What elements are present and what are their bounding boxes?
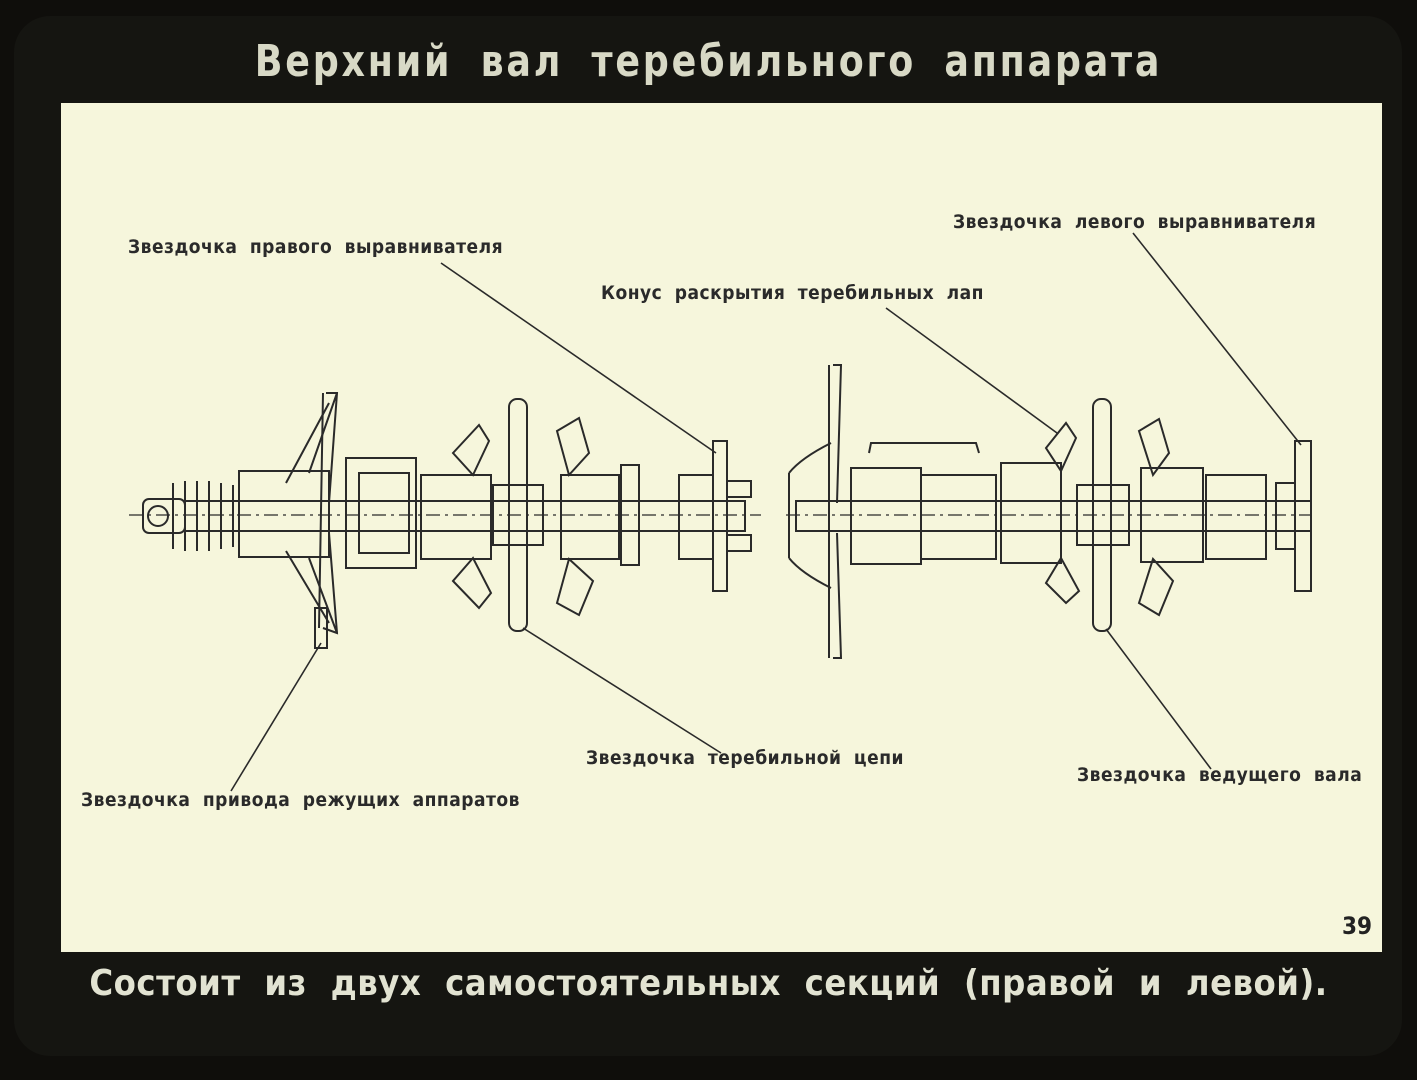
leader-puller-chain xyxy=(522,627,722,754)
shaft-drawing xyxy=(129,232,1312,792)
leader-puller-cone xyxy=(885,307,1058,434)
callout-right-leveler-sprocket: Звездочка правого выравнивателя xyxy=(128,236,504,258)
callout-cutter-drive-sprocket: Звездочка привода режущих аппаратов xyxy=(81,789,520,811)
diagram-panel: Звездочка правого выравнивателя Конус ра… xyxy=(61,103,1382,952)
leader-left-leveler xyxy=(1132,232,1302,446)
right-shaft-section xyxy=(788,364,1312,659)
slide-caption: Состоит из двух самостоятельных секций (… xyxy=(89,963,1328,1004)
callout-puller-cone: Конус раскрытия теребильных лап xyxy=(601,282,984,304)
leader-right-leveler xyxy=(440,262,717,454)
slide-title: Верхний вал теребильного аппарата xyxy=(254,36,1163,87)
leader-lines xyxy=(230,232,1302,792)
callout-left-leveler-sprocket: Звездочка левого выравнивателя xyxy=(953,211,1317,233)
leader-cutter-drive xyxy=(230,642,322,792)
leader-drive-shaft xyxy=(1105,628,1212,770)
left-shaft-section xyxy=(142,392,752,649)
page-number: 39 xyxy=(1341,912,1372,940)
callout-drive-shaft-sprocket: Звездочка ведущего вала xyxy=(1077,764,1363,786)
callout-puller-chain-sprocket: Звездочка теребильной цепи xyxy=(586,747,904,769)
